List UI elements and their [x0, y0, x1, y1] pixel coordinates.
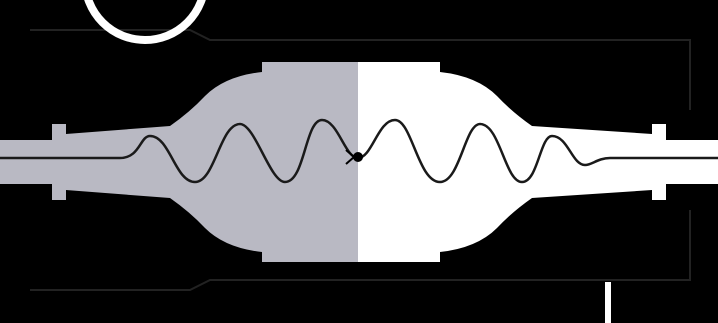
- vertical-marker-bar: [605, 282, 611, 323]
